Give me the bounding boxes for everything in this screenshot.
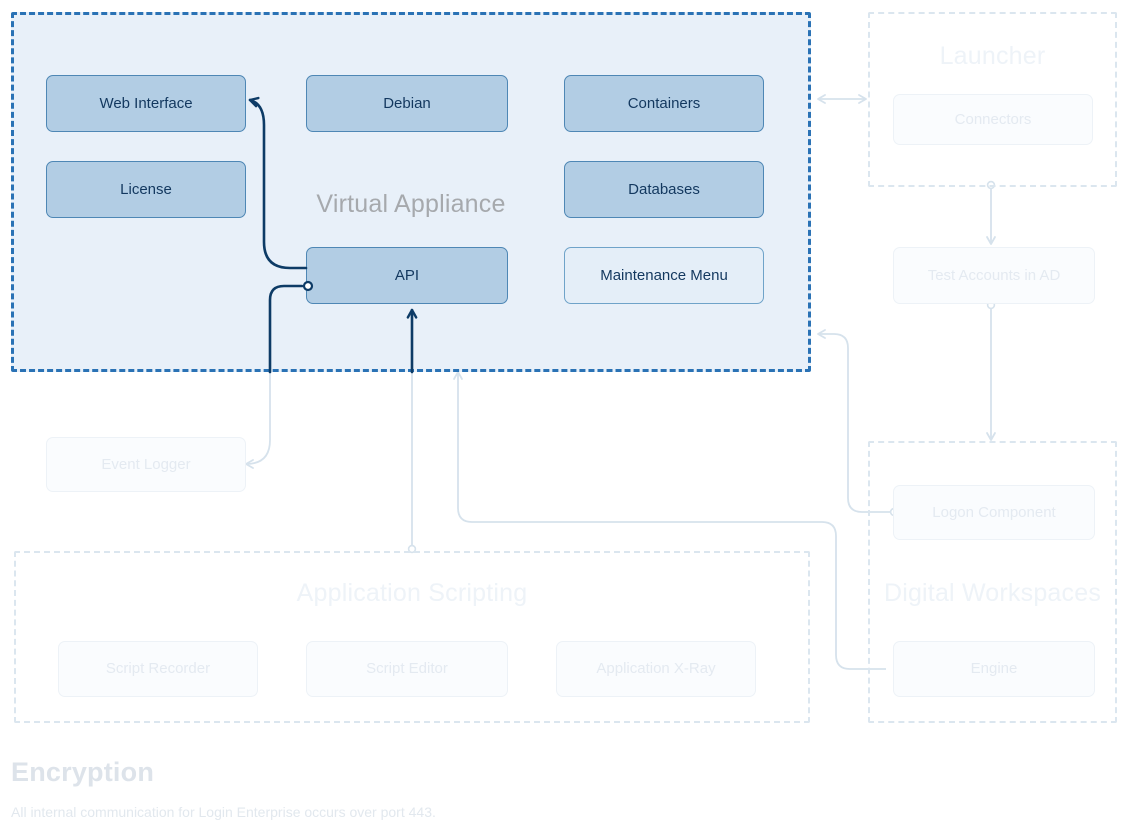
node-connectors[interactable]: Connectors [893, 94, 1093, 145]
group-title-launcher: Launcher [939, 42, 1046, 70]
node-engine[interactable]: Engine [893, 641, 1095, 697]
group-title-digital-workspaces: Digital Workspaces [883, 579, 1102, 607]
node-web-interface[interactable]: Web Interface [46, 75, 246, 132]
group-title-virtual-appliance: Virtual Appliance [316, 190, 506, 218]
node-logon-component[interactable]: Logon Component [893, 485, 1095, 540]
node-event-logger[interactable]: Event Logger [46, 437, 246, 492]
group-application-scripting: Application Scripting [14, 551, 810, 723]
node-api[interactable]: API [306, 247, 508, 304]
node-databases[interactable]: Databases [564, 161, 764, 218]
node-script-editor[interactable]: Script Editor [306, 641, 508, 697]
group-title-application-scripting: Application Scripting [296, 579, 528, 607]
footer-text: All internal communication for Login Ent… [11, 804, 436, 820]
node-application-xray[interactable]: Application X-Ray [556, 641, 756, 697]
node-license[interactable]: License [46, 161, 246, 218]
connector-eventlogger [245, 372, 271, 469]
group-digital-workspaces: Digital Workspaces [868, 441, 1117, 723]
node-maintenance-menu[interactable]: Maintenance Menu [564, 247, 764, 304]
node-test-accounts-in-ad[interactable]: Test Accounts in AD [893, 247, 1095, 304]
node-script-recorder[interactable]: Script Recorder [58, 641, 258, 697]
node-debian[interactable]: Debian [306, 75, 508, 132]
node-containers[interactable]: Containers [564, 75, 764, 132]
footer-heading: Encryption [11, 757, 155, 787]
